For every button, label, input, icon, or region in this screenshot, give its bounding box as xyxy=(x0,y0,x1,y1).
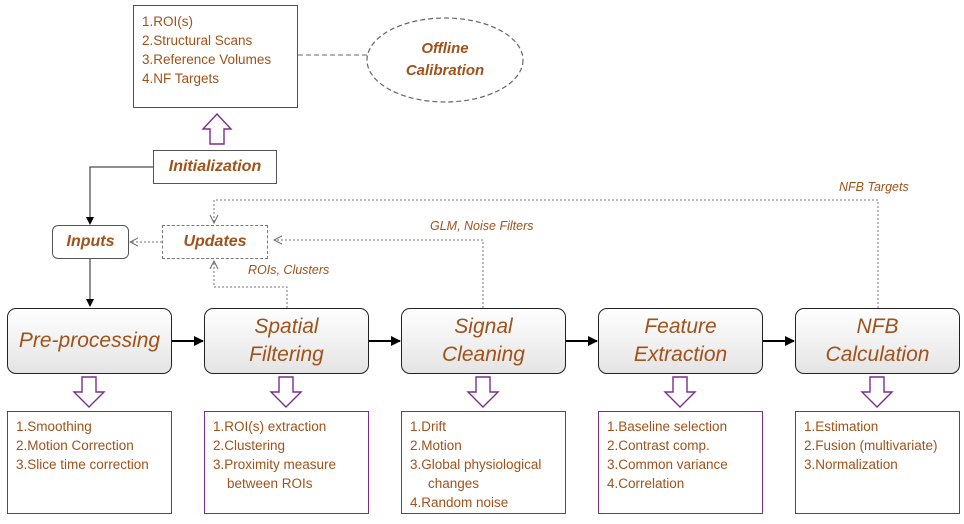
signal-cleaning-item: 2.Motion xyxy=(410,438,462,453)
stage-title-line: NFB xyxy=(856,315,899,338)
down-block-arrow-4 xyxy=(663,376,697,408)
nfb-calculation-item: 1.Estimation xyxy=(804,419,879,434)
down-block-arrow-5 xyxy=(860,376,894,408)
signal-cleaning-item: 1.Drift xyxy=(410,419,447,434)
stage-title-line: Calculation xyxy=(825,343,930,366)
nfb-targets-connector xyxy=(214,199,879,308)
preprocessing-item: 1.Smoothing xyxy=(16,419,92,434)
down-block-arrow-2 xyxy=(269,376,303,408)
init-to-inputs-connector xyxy=(86,166,153,225)
calibration-item: 3.Reference Volumes xyxy=(142,52,272,67)
stage-nfb-calculation: NFB Calculation xyxy=(795,308,960,374)
feature-extraction-item: 4.Correlation xyxy=(607,476,685,491)
stage-title-line: Feature xyxy=(644,315,717,338)
stage-title: Spatial Filtering xyxy=(249,313,324,369)
preprocessing-item: 3.Slice time correction xyxy=(16,457,149,472)
stage-preprocessing: Pre-processing xyxy=(7,308,172,374)
stage-signal-cleaning: Signal Cleaning xyxy=(401,308,566,374)
offline-calibration-line: Calibration xyxy=(405,62,485,79)
rois-clusters-connector xyxy=(214,261,288,308)
signal-cleaning-items-box: 1.Drift 2.Motion 3.Global physiological … xyxy=(401,411,566,514)
initialization-box: Initialization xyxy=(153,150,277,184)
stage-title-line: Extraction xyxy=(633,343,728,366)
stage-title-line: Signal xyxy=(454,315,513,338)
offline-calibration-ellipse xyxy=(366,17,524,103)
feature-extraction-item: 3.Common variance xyxy=(607,457,728,472)
spatial-filtering-item: 3.Proximity measure xyxy=(213,457,337,472)
spatial-filtering-item: 1.ROI(s) extraction xyxy=(213,419,327,434)
down-block-arrow-1 xyxy=(72,376,106,408)
signal-cleaning-item: 3.Global physiological xyxy=(410,457,542,472)
nfb-calculation-item: 3.Normalization xyxy=(804,457,898,472)
preprocessing-item: 2.Motion Correction xyxy=(16,438,134,453)
feature-extraction-items-box: 1.Baseline selection 2.Contrast comp. 3.… xyxy=(598,411,763,514)
spatial-filtering-item: between ROIs xyxy=(227,476,313,491)
stage-title-line: Cleaning xyxy=(442,343,525,366)
nfb-targets-label: NFB Targets xyxy=(839,180,909,194)
stage-feature-extraction: Feature Extraction xyxy=(598,308,763,374)
signal-cleaning-item: 4.Random noise xyxy=(410,495,509,510)
stage-title: Signal Cleaning xyxy=(442,313,525,369)
calibration-item: 4.NF Targets xyxy=(142,71,220,86)
stage-title: Feature Extraction xyxy=(634,313,727,369)
up-block-arrow xyxy=(201,112,233,145)
nfb-calculation-items-box: 1.Estimation 2.Fusion (multivariate) 3.N… xyxy=(795,411,960,514)
nfb-calculation-item: 2.Fusion (multivariate) xyxy=(804,438,938,453)
calibration-list-box: 1.ROI(s) 2.Structural Scans 3.Reference … xyxy=(133,5,298,108)
feature-extraction-item: 2.Contrast comp. xyxy=(607,438,710,453)
offline-calibration-label: Offline Calibration xyxy=(367,18,523,102)
spatial-filtering-item: 2.Clustering xyxy=(213,438,286,453)
down-block-arrow-3 xyxy=(466,376,500,408)
stage-spatial-filtering: Spatial Filtering xyxy=(204,308,369,374)
feature-extraction-item: 1.Baseline selection xyxy=(607,419,728,434)
signal-cleaning-item: changes xyxy=(428,476,480,491)
offline-calibration-line: Offline xyxy=(421,40,469,57)
stage-title-line: Filtering xyxy=(249,343,324,366)
calibration-item: 2.Structural Scans xyxy=(142,33,253,48)
stage-title: NFB Calculation xyxy=(826,313,930,369)
stage-title: Pre-processing xyxy=(19,327,160,355)
spatial-filtering-items-box: 1.ROI(s) extraction 2.Clustering 3.Proxi… xyxy=(204,411,369,514)
stage-title-line: Pre-processing xyxy=(18,329,161,352)
stage-title-line: Spatial xyxy=(254,315,319,338)
preprocessing-items-box: 1.Smoothing 2.Motion Correction 3.Slice … xyxy=(7,411,172,514)
updates-box: Updates xyxy=(162,225,268,259)
glm-noise-connector xyxy=(274,240,484,308)
glm-noise-label: GLM, Noise Filters xyxy=(430,219,534,233)
calibration-item: 1.ROI(s) xyxy=(142,14,194,29)
rois-clusters-label: ROIs, Clusters xyxy=(248,263,330,277)
inputs-box: Inputs xyxy=(52,225,129,259)
